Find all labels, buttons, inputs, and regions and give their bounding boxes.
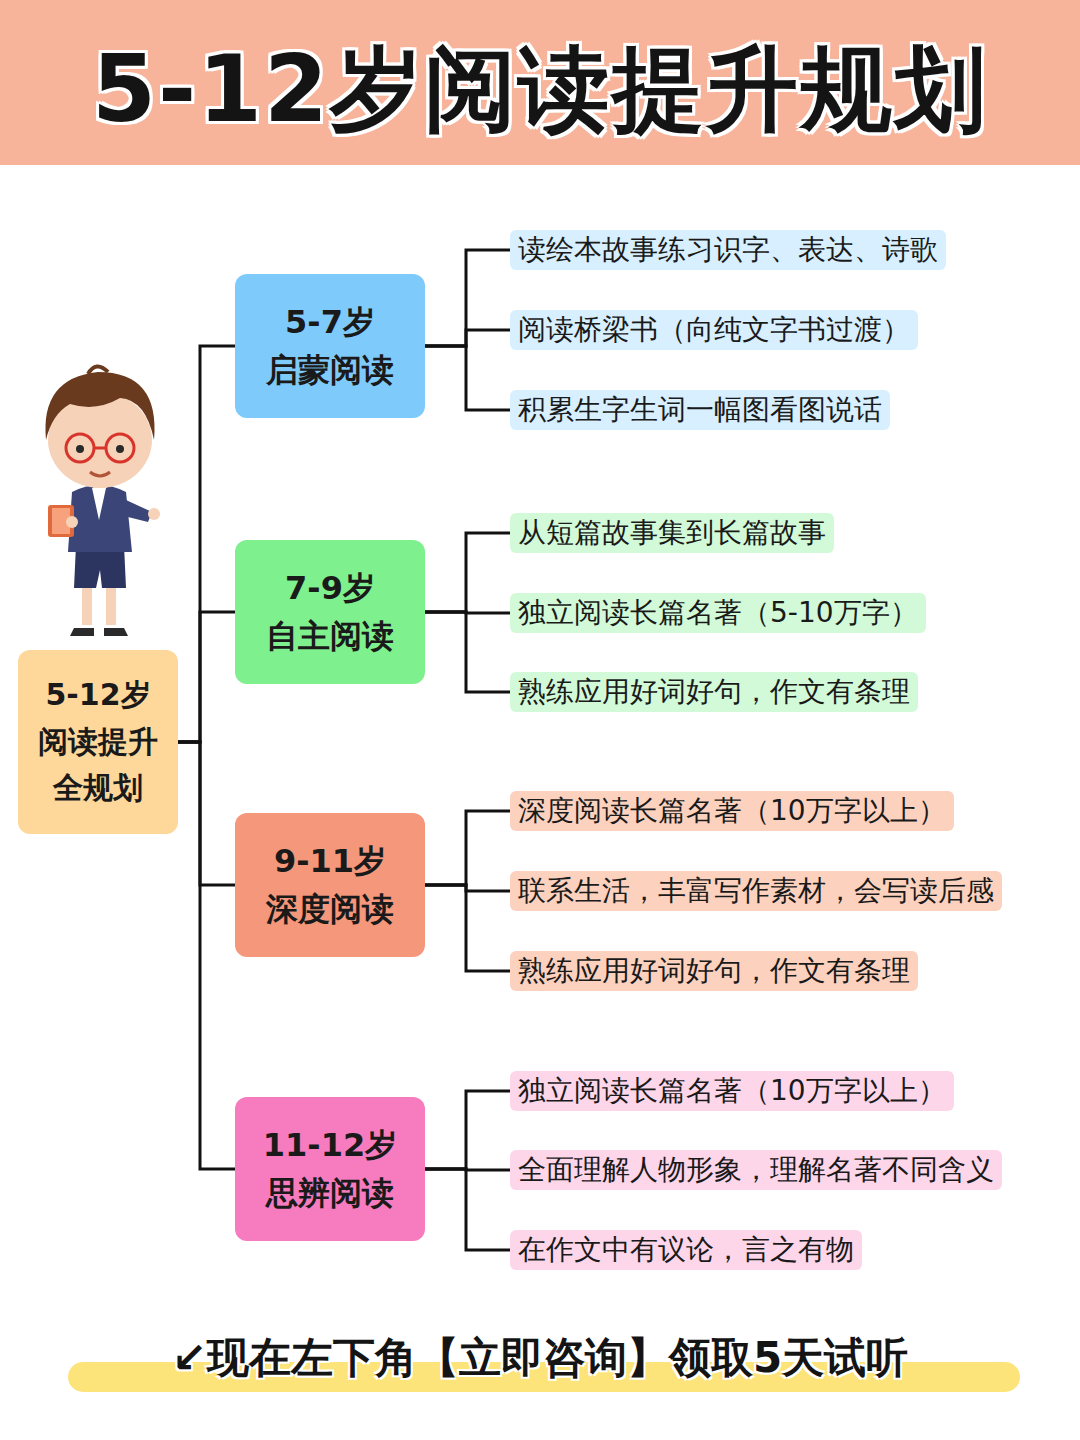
age-range: 11-12岁 bbox=[243, 1121, 417, 1169]
node-text: 全面理解人物形象，理解名著不同含义 bbox=[518, 1152, 994, 1188]
node-text: 熟练应用好词好句，作文有条理 bbox=[518, 674, 910, 710]
stage-name: 启蒙阅读 bbox=[243, 346, 417, 394]
tree-connector bbox=[178, 742, 235, 1169]
stage-name: 思辨阅读 bbox=[243, 1169, 417, 1217]
goal-box: 独立阅读长篇名著（10万字以上） bbox=[510, 1071, 954, 1111]
goal-box: 熟练应用好词好句，作文有条理 bbox=[510, 951, 918, 991]
age-range: 7-9岁 bbox=[243, 564, 417, 612]
node-text: 从短篇故事集到长篇故事 bbox=[518, 515, 826, 551]
node-text: 5-12岁 阅读提升 全规划 bbox=[28, 672, 168, 812]
goal-box: 从短篇故事集到长篇故事 bbox=[510, 513, 834, 553]
tree-connector bbox=[425, 346, 510, 410]
tree-connector bbox=[425, 533, 510, 612]
goal-box: 读绘本故事练习识字、表达、诗歌 bbox=[510, 230, 946, 270]
goal-box: 全面理解人物形象，理解名著不同含义 bbox=[510, 1150, 1002, 1190]
tree-connector bbox=[425, 885, 510, 971]
stage-box: 9-11岁深度阅读 bbox=[235, 813, 425, 957]
stage-box: 7-9岁自主阅读 bbox=[235, 540, 425, 684]
tree-connector bbox=[425, 612, 510, 692]
node-text: 读绘本故事练习识字、表达、诗歌 bbox=[518, 232, 938, 268]
tree-connector bbox=[178, 742, 235, 885]
goal-box: 阅读桥梁书（向纯文字书过渡） bbox=[510, 310, 918, 350]
goal-box: 深度阅读长篇名著（10万字以上） bbox=[510, 791, 954, 831]
node-text: 阅读桥梁书（向纯文字书过渡） bbox=[518, 312, 910, 348]
goal-box: 熟练应用好词好句，作文有条理 bbox=[510, 672, 918, 712]
tree-connector bbox=[178, 612, 235, 742]
title-text: 5-12岁阅读提升规划 bbox=[0, 28, 1080, 152]
tree-connector bbox=[425, 1169, 510, 1250]
stage-box: 5-7岁启蒙阅读 bbox=[235, 274, 425, 418]
tree-connector bbox=[178, 346, 235, 742]
root-box: 5-12岁 阅读提升 全规划 bbox=[18, 650, 178, 834]
tree-connector bbox=[425, 811, 510, 885]
node-text: 在作文中有议论，言之有物 bbox=[518, 1232, 854, 1268]
age-range: 5-7岁 bbox=[243, 298, 417, 346]
tree-connector bbox=[425, 330, 510, 346]
tree-connector bbox=[425, 250, 510, 346]
goal-box: 联系生活，丰富写作素材，会写读后感 bbox=[510, 871, 1002, 911]
teacher-illustration bbox=[45, 366, 160, 636]
stage-box: 11-12岁思辨阅读 bbox=[235, 1097, 425, 1241]
node-text: 独立阅读长篇名著（5-10万字） bbox=[518, 595, 918, 631]
stage-name: 深度阅读 bbox=[243, 885, 417, 933]
node-text: 独立阅读长篇名著（10万字以上） bbox=[518, 1073, 946, 1109]
goal-box: 积累生字生词一幅图看图说话 bbox=[510, 390, 890, 430]
node-text: 积累生字生词一幅图看图说话 bbox=[518, 392, 882, 428]
node-text: 深度阅读长篇名著（10万字以上） bbox=[518, 793, 946, 829]
age-range: 9-11岁 bbox=[243, 837, 417, 885]
call-to-action: ↙现在左下角【立即咨询】领取5天试听 bbox=[40, 1330, 1040, 1386]
stage-name: 自主阅读 bbox=[243, 612, 417, 660]
tree-connector bbox=[425, 1091, 510, 1169]
node-text: 联系生活，丰富写作素材，会写读后感 bbox=[518, 873, 994, 909]
node-text: 熟练应用好词好句，作文有条理 bbox=[518, 953, 910, 989]
goal-box: 独立阅读长篇名著（5-10万字） bbox=[510, 593, 926, 633]
goal-box: 在作文中有议论，言之有物 bbox=[510, 1230, 862, 1270]
title-banner bbox=[0, 0, 1080, 165]
